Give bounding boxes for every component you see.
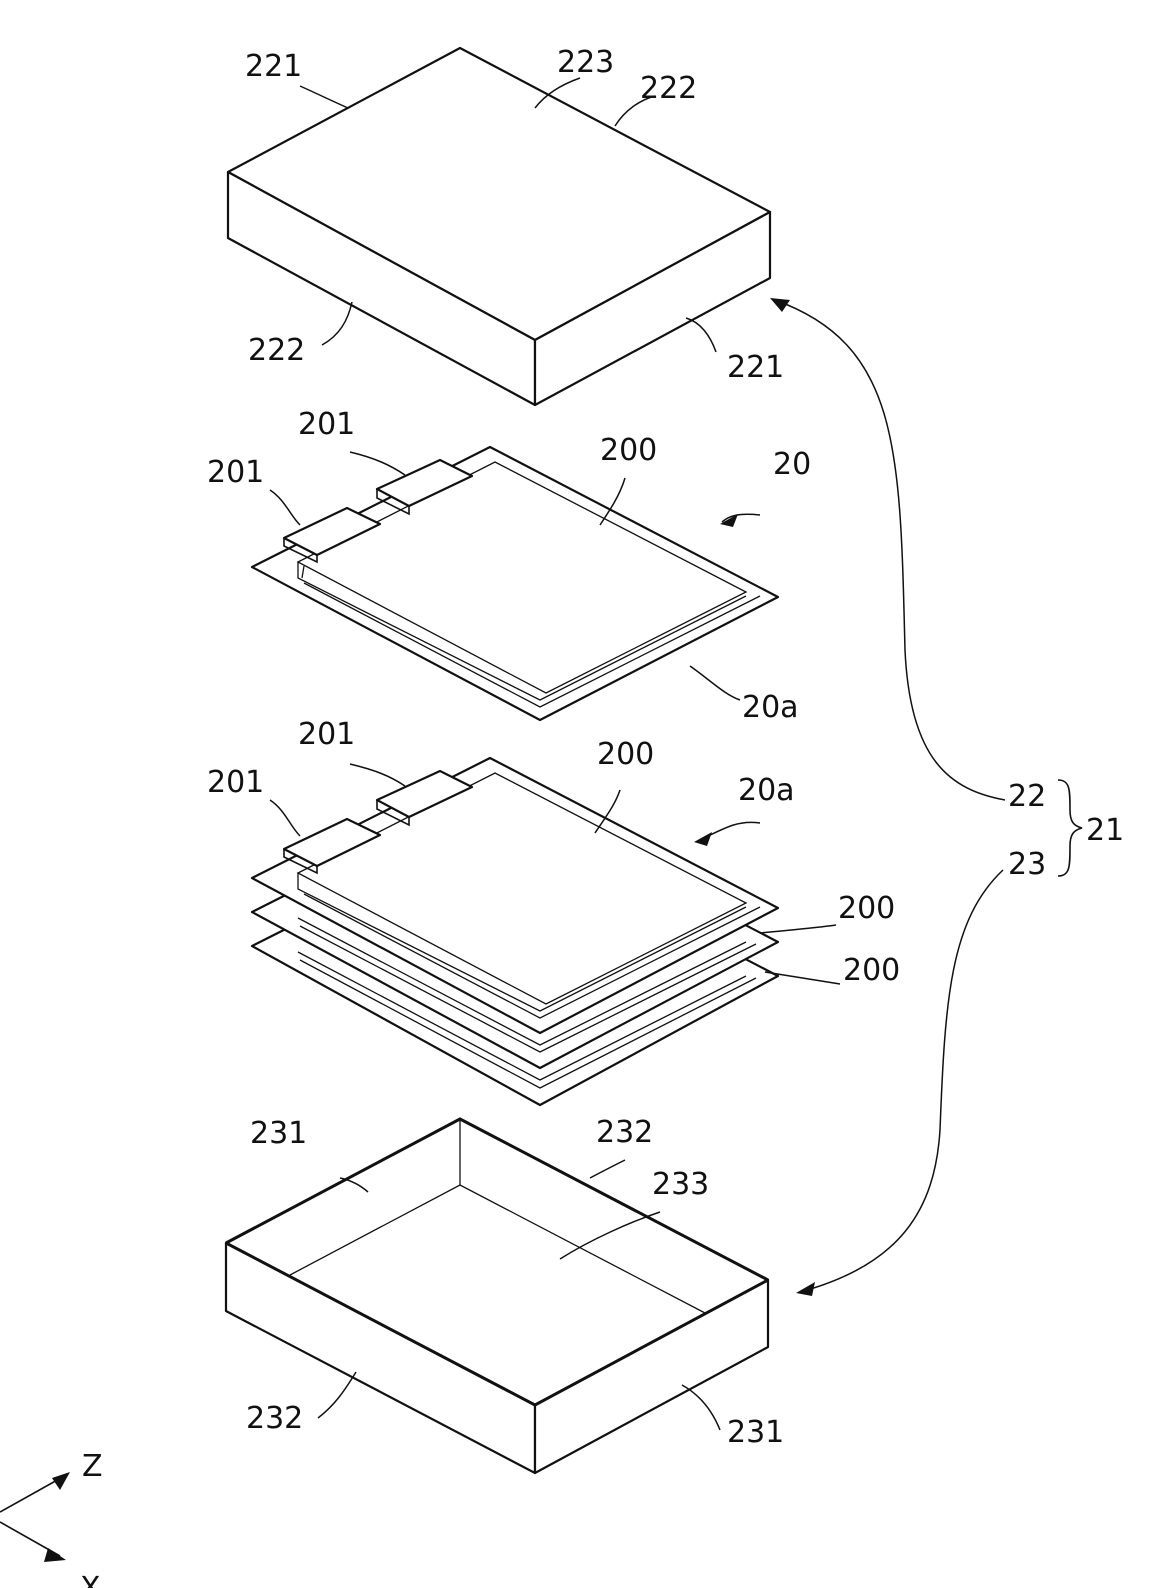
single-cell bbox=[252, 447, 778, 720]
label-200-stack: 200 bbox=[597, 737, 654, 772]
label-20a-cell: 20a bbox=[742, 690, 799, 725]
label-201-stack-lower: 201 bbox=[207, 765, 264, 800]
label-201-cell-upper: 201 bbox=[298, 407, 355, 442]
label-232-front: 232 bbox=[246, 1401, 303, 1436]
axis-indicator bbox=[0, 1472, 70, 1562]
label-231-top: 231 bbox=[250, 1116, 307, 1151]
axis-z-label: Z bbox=[82, 1449, 103, 1484]
casing-brace bbox=[1058, 780, 1082, 876]
label-200-layer-2: 200 bbox=[838, 891, 895, 926]
label-200-cell: 200 bbox=[600, 433, 657, 468]
cell-stack bbox=[252, 758, 778, 1105]
label-23: 23 bbox=[1008, 847, 1046, 882]
label-223: 223 bbox=[557, 45, 614, 80]
label-222-top: 222 bbox=[640, 71, 697, 106]
label-232-top: 232 bbox=[596, 1115, 653, 1150]
label-222-front: 222 bbox=[248, 333, 305, 368]
axis-x-label: X bbox=[80, 1571, 101, 1588]
label-20: 20 bbox=[773, 447, 811, 482]
label-200-layer-3: 200 bbox=[843, 953, 900, 988]
label-20a-stack: 20a bbox=[738, 773, 795, 808]
label-231-front: 231 bbox=[727, 1415, 784, 1450]
label-221-top: 221 bbox=[245, 49, 302, 84]
label-201-stack-upper: 201 bbox=[298, 717, 355, 752]
label-221-front: 221 bbox=[727, 350, 784, 385]
label-233: 233 bbox=[652, 1167, 709, 1202]
label-21: 21 bbox=[1086, 813, 1124, 848]
label-22: 22 bbox=[1008, 779, 1046, 814]
label-201-cell-lower: 201 bbox=[207, 455, 264, 490]
